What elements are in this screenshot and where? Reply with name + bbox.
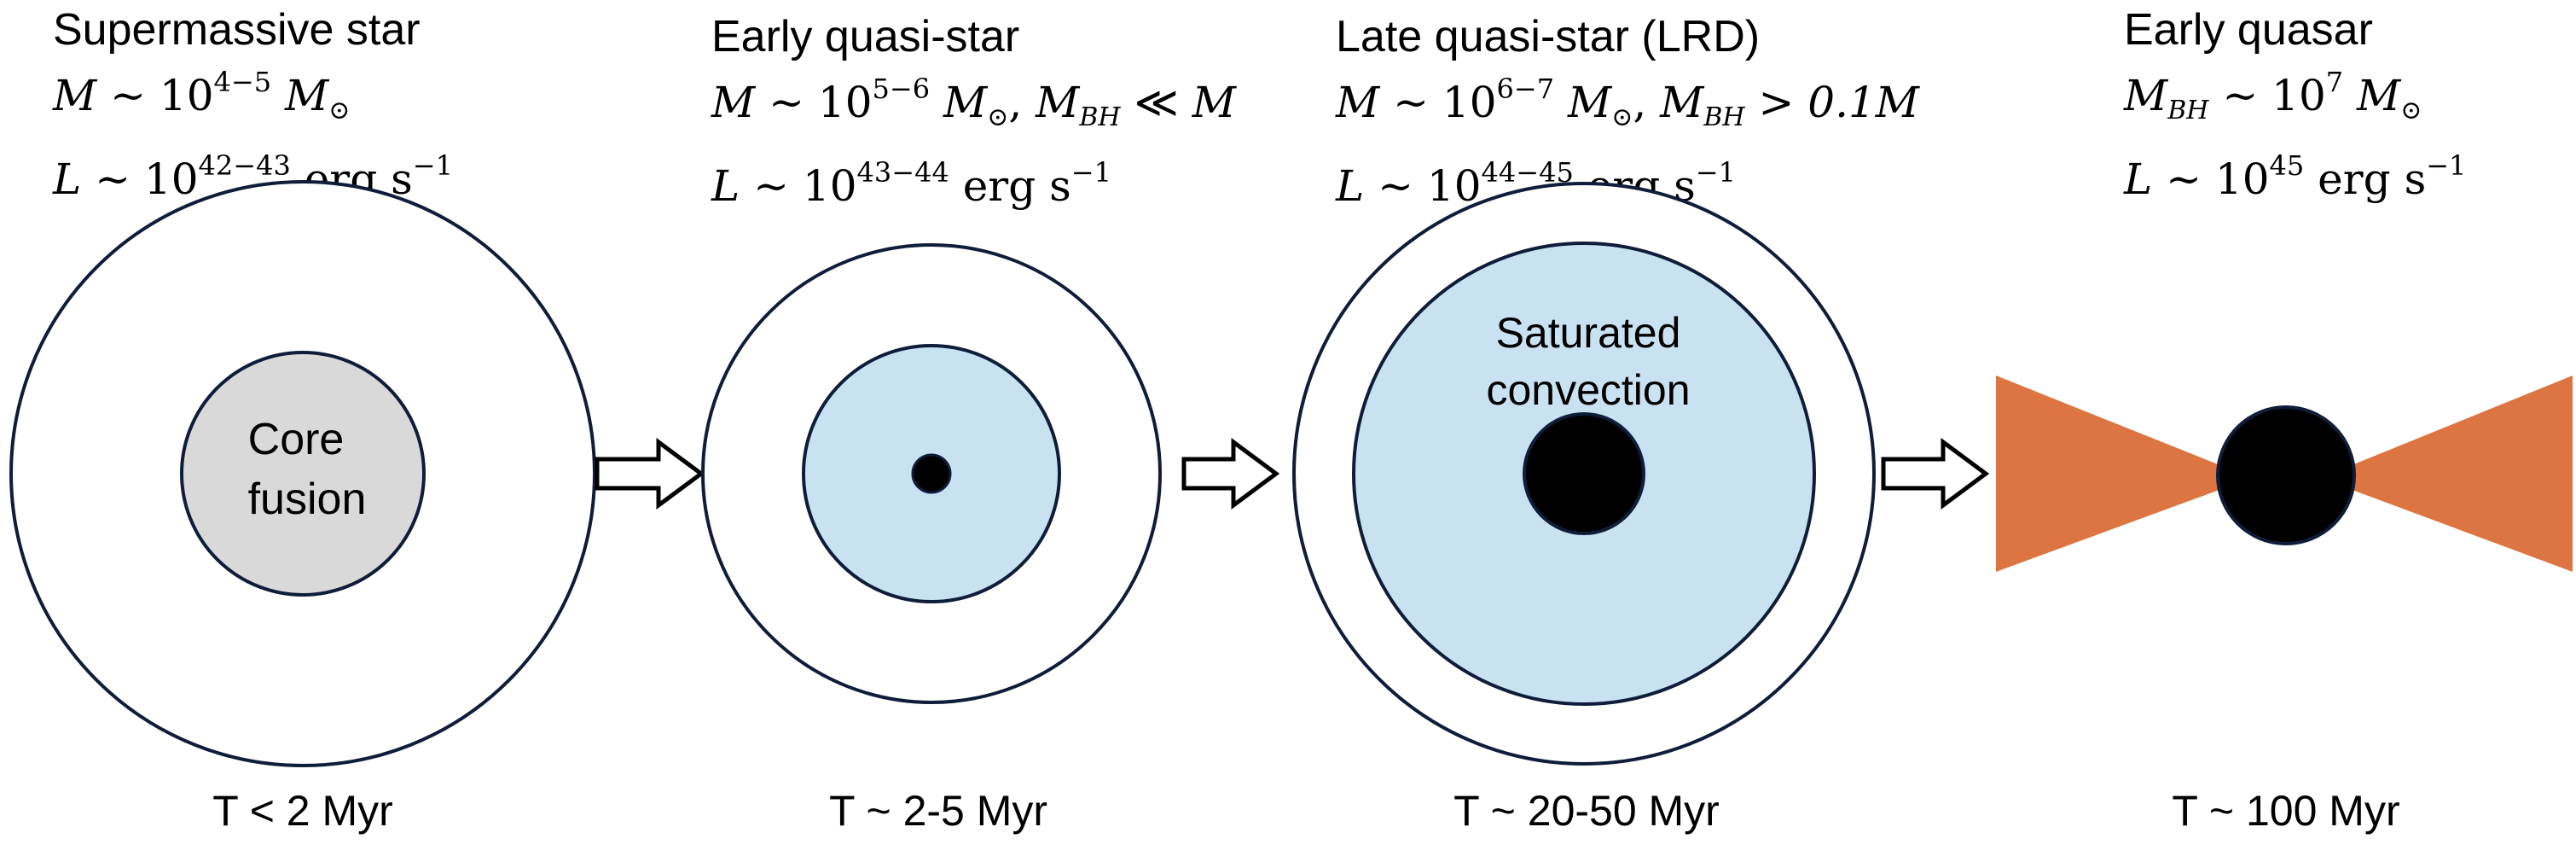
bh-subscript: BH bbox=[1703, 102, 1745, 132]
stage-1-time: T < 2 Myr bbox=[212, 787, 393, 835]
stage-3-header: Late quasi-star (LRD) M ~ 106−7 M⊙, MBH … bbox=[1336, 12, 1919, 213]
solar-mass-symbol: M bbox=[943, 78, 988, 127]
power-exponent: 45 bbox=[2269, 149, 2305, 182]
stage-4-luminosity-formula: L ~ 1045 erg s−1 bbox=[2124, 138, 2466, 207]
arrow-1-icon bbox=[595, 438, 705, 510]
mass-symbol: M bbox=[711, 78, 756, 127]
stage-4-time: T ~ 100 Myr bbox=[2172, 787, 2400, 835]
stage-1-core-label-line-1: Core bbox=[248, 415, 345, 464]
unit-exponent: −1 bbox=[1695, 156, 1736, 189]
luminosity-symbol: L bbox=[1336, 161, 1365, 211]
stage-1-luminosity-formula: L ~ 1042−43 erg s−1 bbox=[53, 138, 453, 207]
arrow-3-icon bbox=[1881, 438, 1990, 510]
luminosity-unit: erg s bbox=[2318, 154, 2427, 204]
power-base: 10 bbox=[817, 78, 873, 127]
power-base: 10 bbox=[802, 161, 857, 211]
stage-4-mass-formula: MBH ~ 107 M⊙ bbox=[2124, 55, 2466, 138]
stage-4-black-hole bbox=[2216, 405, 2356, 545]
stage-3-luminosity-formula: L ~ 1044−45 erg s−1 bbox=[1336, 145, 1919, 213]
relation-symbol: > bbox=[1758, 78, 1795, 127]
stage-1-mass-formula: M ~ 104−5 M⊙ bbox=[53, 55, 453, 138]
bh-subscript: BH bbox=[1079, 102, 1121, 132]
relation-symbol: ~ bbox=[2222, 71, 2259, 120]
relation-symbol: ~ bbox=[95, 154, 131, 204]
relation-symbol: ~ bbox=[1378, 161, 1414, 211]
sun-symbol: ⊙ bbox=[987, 102, 1009, 132]
bh-subscript: BH bbox=[2167, 96, 2209, 125]
solar-mass-symbol: M bbox=[284, 71, 329, 120]
separator: , bbox=[1008, 78, 1023, 127]
power-exponent: 42−43 bbox=[198, 149, 291, 182]
stage-2-title: Early quasi-star bbox=[711, 12, 1020, 61]
stage-3-title: Late quasi-star (LRD) bbox=[1336, 12, 1761, 61]
power-exponent: 5−6 bbox=[872, 73, 931, 105]
stage-1-core-label-line-2: fusion bbox=[248, 475, 367, 524]
sun-symbol: ⊙ bbox=[328, 96, 351, 125]
stage-3-convection-label-line-2: convection bbox=[1486, 366, 1690, 414]
stage-3-convection-label-line-1: Saturated bbox=[1496, 309, 1681, 357]
sun-symbol: ⊙ bbox=[1611, 102, 1633, 132]
power-exponent: 4−5 bbox=[213, 66, 272, 98]
relation-symbol: ~ bbox=[769, 78, 805, 127]
unit-exponent: −1 bbox=[1070, 156, 1111, 189]
stage-2-mass-formula: M ~ 105−6 M⊙, MBH ≪ M bbox=[711, 61, 1236, 145]
separator: , bbox=[1633, 78, 1647, 127]
stage-1-core bbox=[180, 351, 426, 597]
solar-mass-symbol: M bbox=[1567, 78, 1612, 127]
sun-symbol: ⊙ bbox=[2400, 96, 2422, 125]
bh-mass-symbol: M bbox=[1660, 78, 1704, 127]
stage-2-header: Early quasi-star M ~ 105−6 M⊙, MBH ≪ M L… bbox=[711, 12, 1236, 213]
stage-2-time: T ~ 2-5 Myr bbox=[828, 787, 1048, 835]
unit-exponent: −1 bbox=[2426, 149, 2467, 182]
stage-4-header: Early quasar MBH ~ 107 M⊙ L ~ 1045 erg s… bbox=[2124, 5, 2466, 207]
stage-1-header: Supermassive star M ~ 104−5 M⊙ L ~ 1042−… bbox=[53, 5, 453, 207]
unit-exponent: −1 bbox=[412, 149, 453, 182]
power-base: 10 bbox=[143, 154, 199, 204]
power-exponent: 7 bbox=[2325, 66, 2344, 98]
stage-2-luminosity-formula: L ~ 1043−44 erg s−1 bbox=[711, 145, 1236, 213]
power-base: 10 bbox=[2214, 154, 2270, 204]
stage-1-title: Supermassive star bbox=[53, 5, 421, 55]
relation-symbol: ~ bbox=[110, 71, 147, 120]
relation-symbol: ~ bbox=[2166, 154, 2202, 204]
arrow-2-icon bbox=[1181, 438, 1280, 510]
luminosity-symbol: L bbox=[711, 161, 740, 211]
stage-3-mass-formula: M ~ 106−7 M⊙, MBH > 0.1M bbox=[1336, 61, 1919, 145]
stage-3-time: T ~ 20-50 Myr bbox=[1453, 787, 1720, 835]
relation-symbol: ≪ bbox=[1134, 78, 1179, 127]
luminosity-symbol: L bbox=[53, 154, 82, 204]
solar-mass-symbol: M bbox=[2357, 71, 2401, 120]
stage-4-jet-left bbox=[1996, 376, 2252, 572]
bh-mass-symbol: M bbox=[2124, 71, 2168, 120]
bh-mass-symbol: M bbox=[1036, 78, 1080, 127]
mass-symbol: M bbox=[53, 71, 97, 120]
power-base: 10 bbox=[159, 71, 214, 120]
relation-symbol: ~ bbox=[753, 161, 790, 211]
mass-symbol: M bbox=[1336, 78, 1380, 127]
power-exponent: 43−44 bbox=[856, 156, 949, 189]
stage-2-black-hole bbox=[911, 453, 952, 494]
stage-4-title: Early quasar bbox=[2124, 5, 2373, 55]
relation-symbol: ~ bbox=[1393, 78, 1430, 127]
power-base: 10 bbox=[1426, 161, 1482, 211]
luminosity-unit: erg s bbox=[962, 161, 1071, 211]
stage-4-jet-right bbox=[2320, 376, 2573, 572]
power-exponent: 6−7 bbox=[1496, 73, 1555, 105]
mass-symbol: M bbox=[1192, 78, 1236, 127]
stage-3-black-hole bbox=[1523, 412, 1645, 535]
luminosity-symbol: L bbox=[2124, 154, 2153, 204]
power-base: 10 bbox=[1442, 78, 1497, 127]
mass-fraction: 0.1M bbox=[1807, 78, 1919, 127]
power-base: 10 bbox=[2271, 71, 2326, 120]
